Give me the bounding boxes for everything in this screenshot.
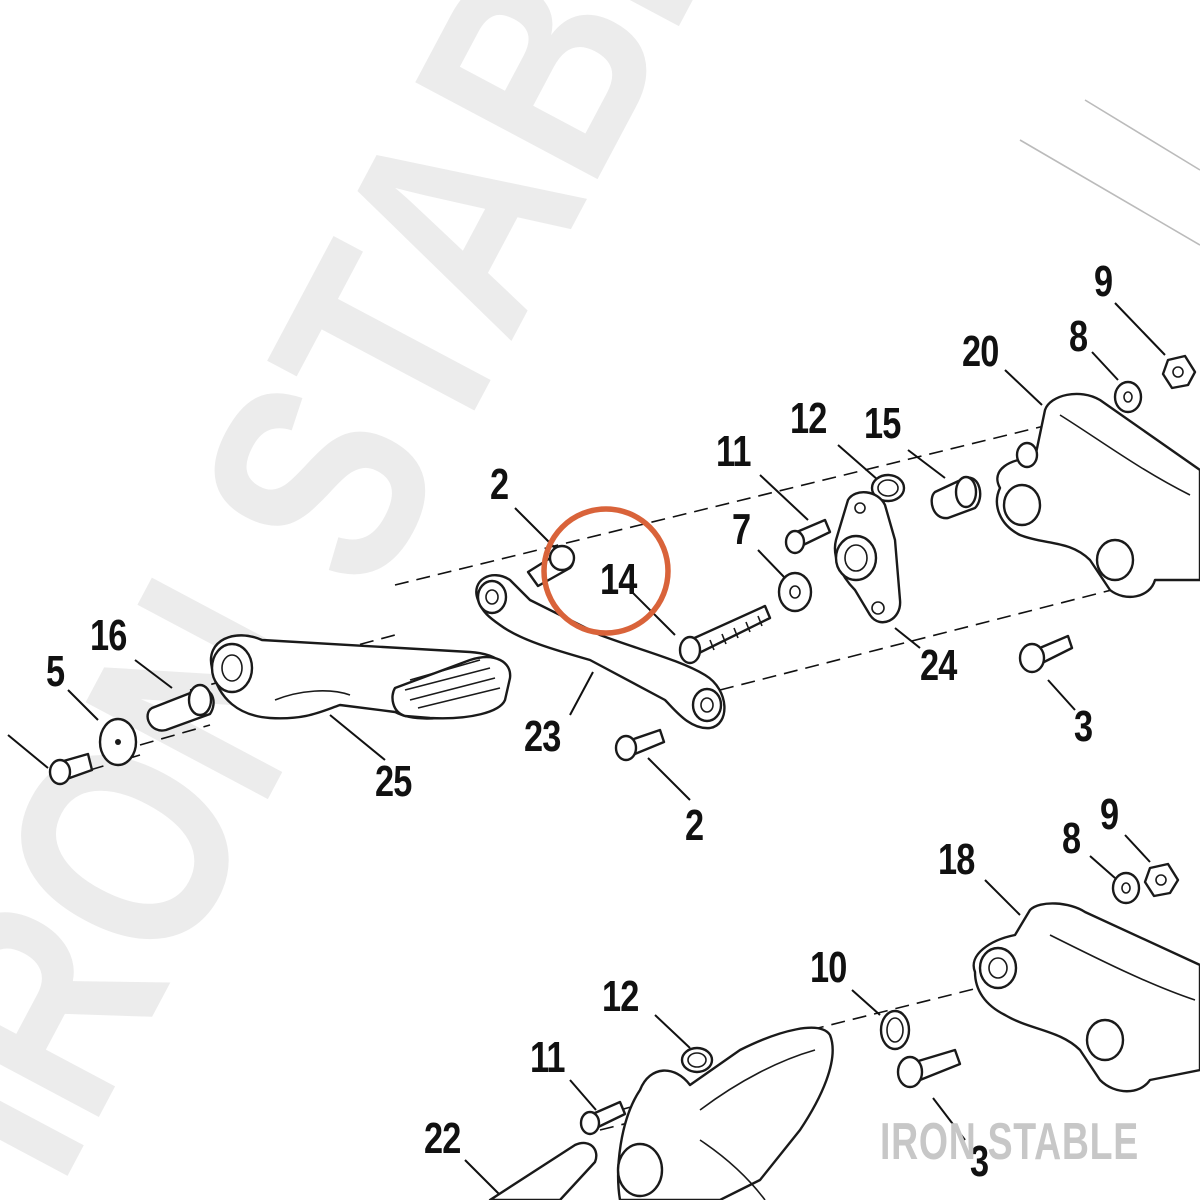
callout-18: 18 [938,835,975,884]
washer-8-lower [1111,871,1141,905]
callout-2-upper: 2 [490,460,509,509]
callout-23: 23 [524,712,561,761]
callout-9-lower: 9 [1100,790,1119,839]
bolt-2-lower [614,728,666,762]
clip-ring-12-upper [870,473,906,503]
callout-8-lower: 8 [1062,814,1081,863]
washer-7 [777,571,813,613]
bolt-left [48,752,94,786]
pedal-22 [488,1141,598,1200]
heel-guard-lower [616,1026,834,1200]
brand-logo-text: IRON STABLE [880,1113,1139,1171]
bracket-24 [833,491,902,624]
linkage-arm-23 [475,574,726,730]
mount-18 [972,902,1200,1093]
callout-2-lower: 2 [685,801,704,850]
nut-9-lower [1143,862,1180,898]
callout-9-upper: 9 [1094,257,1113,306]
callout-16: 16 [90,611,127,660]
clip-ring-12-lower [680,1046,714,1074]
nut-9-upper [1161,354,1197,390]
callout-11-lower: 11 [530,1033,565,1082]
callout-24: 24 [920,641,957,690]
highlight-circle [541,506,671,636]
background-lines [1019,99,1200,246]
washer-8-upper [1113,380,1143,414]
callout-25: 25 [375,757,412,806]
callout-5: 5 [46,647,65,696]
bolt-3-lower [896,1048,962,1089]
watermark-text: IRON STABLE [0,0,872,1200]
bushing-15 [930,475,982,520]
callout-11-upper: 11 [716,427,751,476]
callout-12-lower: 12 [602,972,639,1021]
callout-20: 20 [962,327,999,376]
callout-7: 7 [732,505,751,554]
callout-8-upper: 8 [1069,312,1088,361]
callout-22: 22 [424,1114,461,1163]
callout-3-lower: 3 [970,1137,989,1186]
bushing-16 [146,683,215,732]
mount-20 [995,392,1200,599]
callout-15: 15 [864,399,901,448]
callout-3-upper: 3 [1074,702,1093,751]
washer-5 [98,717,138,767]
ring-10 [879,1009,911,1051]
bolt-3-upper [1018,634,1074,674]
callout-12-upper: 12 [790,394,827,443]
pin-2-upper [526,544,576,588]
bolt-14 [678,604,772,665]
callout-14: 14 [600,555,637,604]
brake-pedal-25 [209,634,512,720]
pin-11-upper [784,518,832,555]
callout-10: 10 [810,943,847,992]
pin-11-lower [579,1100,627,1136]
